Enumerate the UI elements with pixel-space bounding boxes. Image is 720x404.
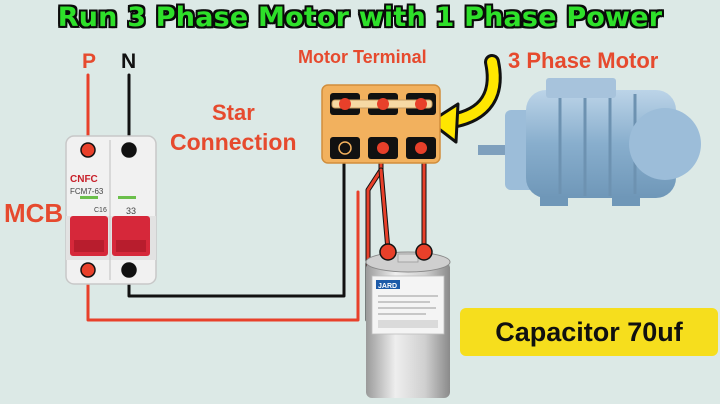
motor-foot — [612, 196, 640, 206]
phase-label: P — [82, 50, 97, 73]
three-phase-motor-label: 3 Phase Motor — [508, 48, 659, 73]
mcb-label: MCB — [4, 198, 64, 228]
mcb-pole-number: 33 — [126, 206, 136, 216]
capacitor-brand: JARD — [378, 283, 397, 290]
connection-label: Connection — [170, 129, 297, 155]
motor-end-cap — [629, 108, 701, 180]
capacitor-label: Capacitor 70uf — [460, 308, 718, 356]
terminal-top-3 — [415, 98, 427, 110]
terminal-top-2 — [377, 98, 389, 110]
motor-terminal-block — [321, 84, 441, 164]
motor-shaft — [478, 145, 518, 155]
mcb-top-phase-terminal — [80, 142, 96, 158]
motor-terminal-label: Motor Terminal — [298, 47, 427, 67]
output-phase-wire — [86, 190, 360, 322]
mcb-breaker: CNFC FCM7-63 C16 33 — [65, 135, 157, 285]
motor-foot — [540, 196, 568, 206]
mcb-bottom-neutral-terminal — [121, 262, 137, 278]
mcb-top-neutral-terminal — [121, 142, 137, 158]
terminal-bottom-2 — [377, 142, 389, 154]
mcb-rating: C16 — [94, 207, 107, 214]
mcb-bottom-phase-terminal — [80, 262, 96, 278]
motor-icon — [478, 78, 701, 206]
motor-housing — [526, 90, 676, 198]
terminal-bottom-3 — [415, 142, 427, 154]
neutral-label: N — [121, 50, 137, 73]
mcb-brand: CNFC — [70, 174, 98, 185]
capacitor: JARD — [365, 251, 451, 398]
motor-terminal-box — [546, 78, 616, 98]
star-label: Star — [212, 100, 255, 125]
capacitor-terminal-1 — [379, 243, 397, 261]
terminal-top-1 — [339, 98, 351, 110]
mcb-model: FCM7-63 — [70, 187, 104, 196]
output-neutral-wire — [127, 150, 346, 298]
terminal-bottom-1 — [338, 141, 352, 155]
title: Run 3 Phase Motor with 1 Phase Power — [57, 2, 663, 33]
capacitor-terminal-2 — [415, 243, 433, 261]
cap-wire-3 — [379, 168, 390, 252]
arrow-icon — [428, 54, 502, 144]
